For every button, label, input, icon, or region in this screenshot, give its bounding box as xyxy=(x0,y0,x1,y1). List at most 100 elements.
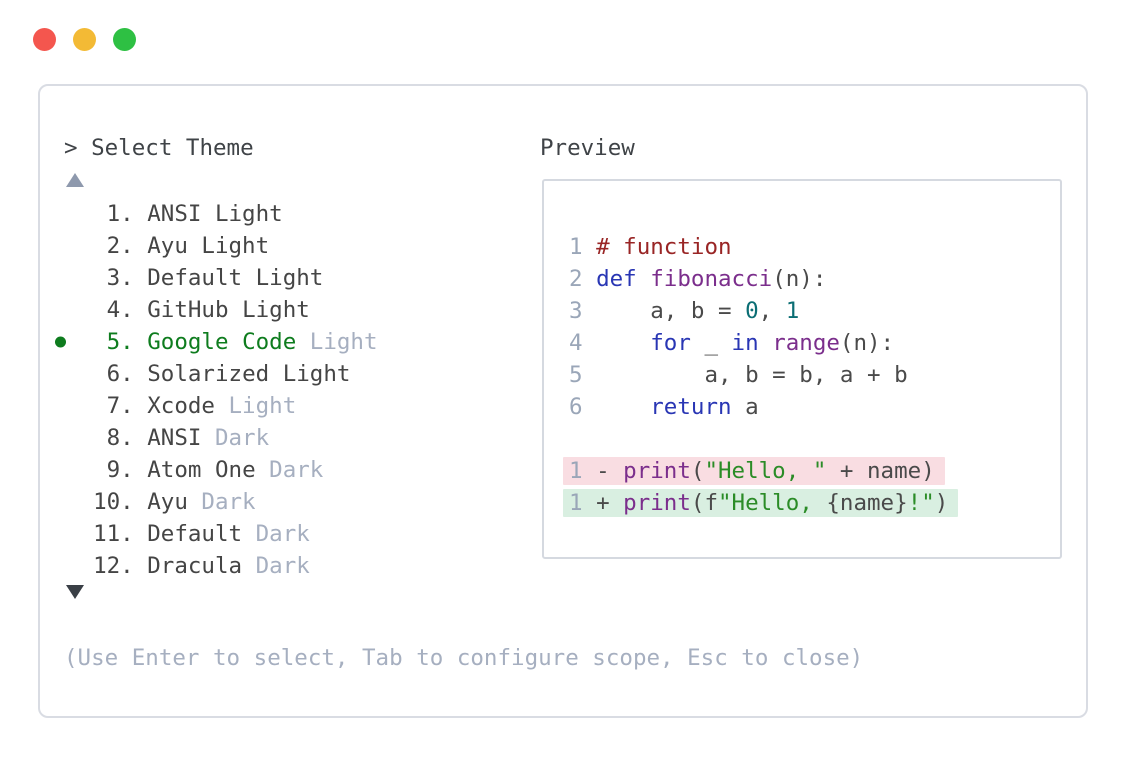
item-number: 12. xyxy=(93,553,134,579)
scroll-down-icon[interactable] xyxy=(66,585,84,599)
item-number: 1. xyxy=(106,201,134,227)
minimize-button-icon[interactable] xyxy=(73,28,96,51)
line-number: 5 xyxy=(569,362,583,388)
item-name: ANSI xyxy=(147,201,202,227)
code-token: !" xyxy=(907,490,935,516)
code-token xyxy=(759,330,773,356)
line-number: 1 xyxy=(569,490,583,516)
item-variant: Light xyxy=(282,361,351,387)
theme-item-2[interactable]: 2. Ayu Light xyxy=(40,230,510,262)
code-preview: 1 # function 2 def fibonacci (n): 3 a, b = 0,… xyxy=(563,231,1060,519)
code-blank-line xyxy=(569,423,1060,455)
item-variant: Dark xyxy=(201,489,256,515)
code-token: ) xyxy=(934,490,949,516)
code-token: 0 xyxy=(745,298,759,324)
line-number: 2 xyxy=(569,266,583,292)
item-name: Ayu xyxy=(147,233,188,259)
code-token: a, b = b, a + b xyxy=(596,362,908,388)
code-token: def xyxy=(596,266,637,292)
item-name: Xcode xyxy=(147,393,215,419)
code-token: a, b = xyxy=(596,298,746,324)
item-number: 11. xyxy=(93,521,134,547)
preview-panel: 1 # function 2 def fibonacci (n): 3 a, b = 0,… xyxy=(542,179,1062,559)
code-token: fibonacci xyxy=(650,266,773,292)
code-token: {name} xyxy=(826,490,908,516)
item-variant: Light xyxy=(242,297,310,323)
diff-band: 1 + print(f"Hello, {name}!") xyxy=(563,489,959,517)
item-name: ANSI xyxy=(147,425,202,451)
code-token: + xyxy=(596,490,624,516)
item-variant: Light xyxy=(255,265,324,291)
item-name: GitHub xyxy=(147,297,229,323)
item-name: Solarized xyxy=(147,361,270,387)
code-token: return xyxy=(650,394,732,420)
theme-item-12[interactable]: 12. Dracula Dark xyxy=(40,550,510,582)
code-token xyxy=(596,394,650,420)
item-number: 4. xyxy=(106,297,134,323)
item-number: 2. xyxy=(106,233,134,259)
window-controls xyxy=(33,28,136,51)
item-name: Default xyxy=(147,521,243,547)
item-name: Default xyxy=(147,265,243,291)
code-line-6: 6 return a xyxy=(569,391,1060,423)
item-name: Atom One xyxy=(147,457,256,483)
theme-item-9[interactable]: 9. Atom One Dark xyxy=(40,454,510,486)
code-token: + name) xyxy=(826,458,935,484)
theme-item-10[interactable]: 10. Ayu Dark xyxy=(40,486,510,518)
code-token: print xyxy=(623,458,691,484)
code-token xyxy=(596,330,650,356)
scroll-up-icon[interactable] xyxy=(66,173,84,187)
item-variant: Light xyxy=(214,201,283,227)
item-number: 10. xyxy=(93,489,134,515)
preview-label: Preview xyxy=(540,135,635,161)
theme-item-4[interactable]: 4. GitHub Light xyxy=(40,294,510,326)
code-token: (n): xyxy=(839,330,895,356)
code-token: "Hello, xyxy=(718,490,827,516)
theme-item-1[interactable]: 1. ANSI Light xyxy=(40,198,510,230)
item-variant: Light xyxy=(201,233,270,259)
item-variant: Light xyxy=(309,329,378,355)
item-variant: Dark xyxy=(255,553,310,579)
code-line-3: 3 a, b = 0, 1 xyxy=(569,295,1060,327)
item-variant: Dark xyxy=(255,521,310,547)
line-number: 1 xyxy=(569,458,583,484)
zoom-button-icon[interactable] xyxy=(113,28,136,51)
line-number: 1 xyxy=(569,234,583,260)
item-number: 9. xyxy=(106,457,134,483)
code-token: print xyxy=(623,490,691,516)
item-variant: Light xyxy=(228,393,297,419)
code-token: - xyxy=(596,458,624,484)
code-token: (f xyxy=(690,490,718,516)
code-line-1: 1 # function xyxy=(569,231,1060,263)
diff-added-line: 1 + print(f"Hello, {name}!") xyxy=(563,487,1060,519)
theme-item-3[interactable]: 3. Default Light xyxy=(40,262,510,294)
line-number: 4 xyxy=(569,330,583,356)
item-variant: Dark xyxy=(269,457,324,483)
code-token: _ xyxy=(690,330,732,356)
item-name: Dracula xyxy=(147,553,243,579)
code-token xyxy=(637,266,651,292)
keyboard-hints: (Use Enter to select, Tab to configure s… xyxy=(64,645,864,671)
theme-item-11[interactable]: 11. Default Dark xyxy=(40,518,510,550)
code-line-4: 4 for _ in range(n): xyxy=(569,327,1060,359)
code-token: a xyxy=(731,394,759,420)
theme-item-7[interactable]: 7. Xcode Light xyxy=(40,390,510,422)
item-number: 8. xyxy=(106,425,134,451)
item-number: 3. xyxy=(106,265,134,291)
code-token: ( xyxy=(690,458,705,484)
code-token: range xyxy=(772,330,840,356)
item-number: 7. xyxy=(106,393,134,419)
item-name: Google Code xyxy=(147,329,297,355)
item-name: Ayu xyxy=(147,489,188,515)
code-token: # function xyxy=(596,234,732,260)
line-number: 3 xyxy=(569,298,583,324)
close-button-icon[interactable] xyxy=(33,28,56,51)
select-theme-prompt: > Select Theme xyxy=(64,135,254,161)
